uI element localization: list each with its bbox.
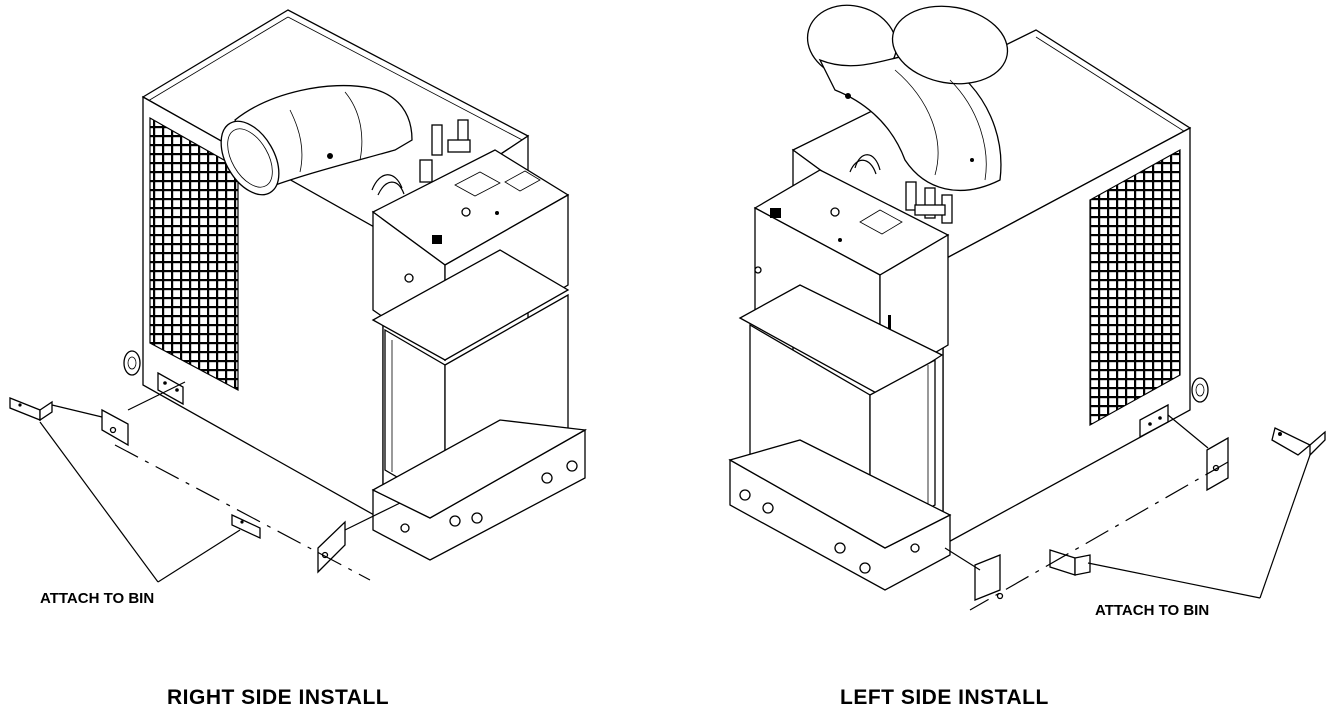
mounting-bracket: [101, 408, 129, 447]
leader-line: [1087, 562, 1261, 599]
right-side-install-caption: RIGHT SIDE INSTALL: [167, 686, 390, 709]
left-side-install-caption: LEFT SIDE INSTALL: [840, 686, 1049, 709]
alignment-centerline: [969, 461, 1229, 611]
mounting-bracket: [231, 513, 261, 540]
caster-wheel: [1191, 377, 1209, 403]
mounting-bracket: [1049, 549, 1091, 576]
vent-grille: [1089, 148, 1181, 427]
alignment-centerline: [114, 444, 371, 581]
mounting-bracket: [317, 520, 346, 574]
discharge-elbow: [806, 4, 1009, 192]
discharge-elbow: [220, 84, 413, 196]
base-tray: [728, 439, 952, 591]
leader-line: [39, 421, 159, 583]
vent-grille: [149, 116, 239, 392]
mounting-bracket: [1271, 427, 1326, 457]
leader-line: [1259, 454, 1311, 599]
mounting-bracket: [9, 397, 53, 422]
right-side-install-unit: [9, 9, 588, 583]
mounting-bracket: [974, 554, 1004, 601]
refrigerant-fittings: [849, 154, 953, 224]
attach-to-bin-label-left: ATTACH TO BIN: [40, 590, 155, 607]
left-side-install-unit: [728, 4, 1326, 611]
attach-to-bin-label-right: ATTACH TO BIN: [1095, 602, 1210, 619]
base-tray: [371, 419, 588, 561]
leader-line: [157, 529, 241, 583]
caster-wheel: [123, 350, 141, 376]
refrigerant-fittings: [371, 119, 471, 196]
